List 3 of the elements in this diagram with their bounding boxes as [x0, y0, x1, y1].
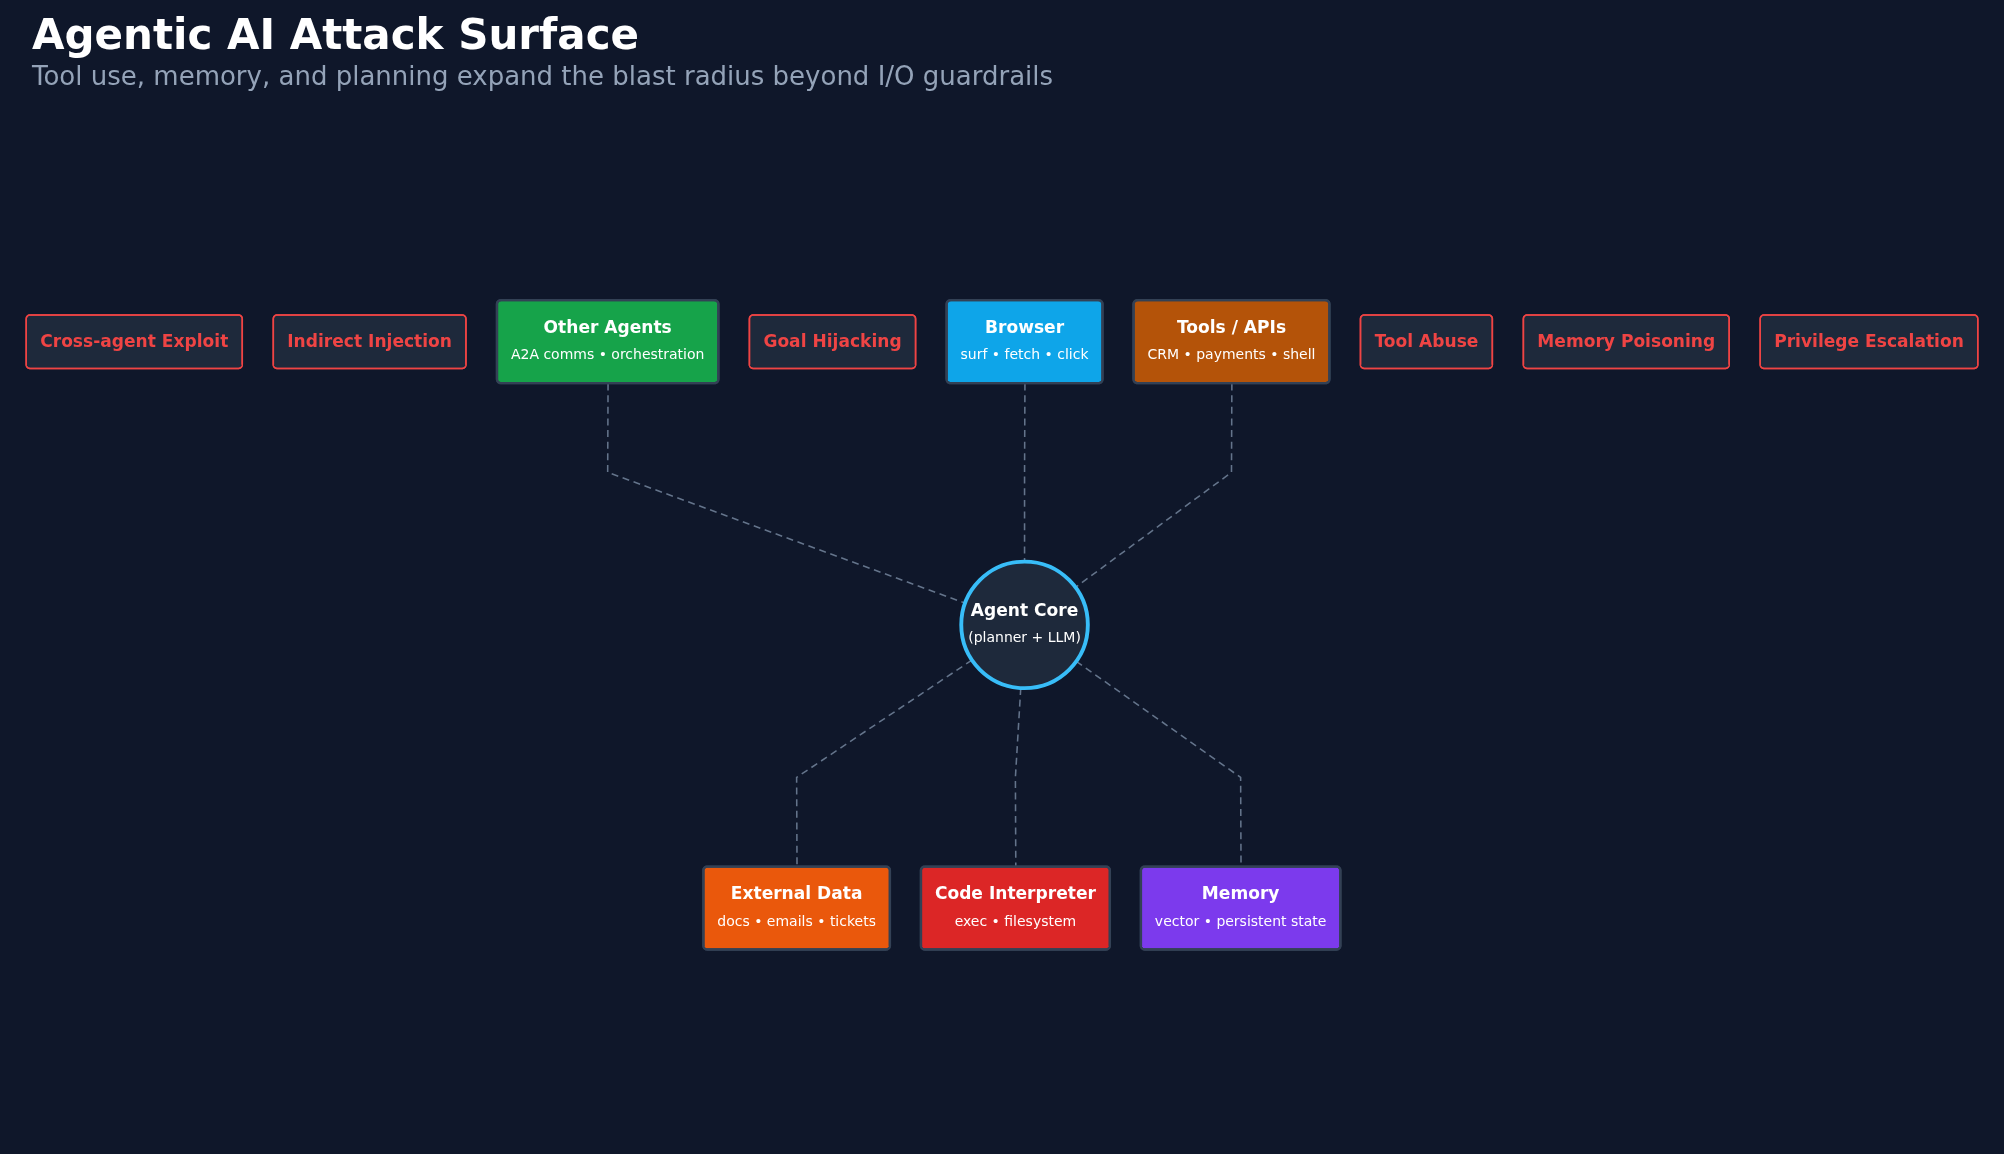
- subtitle-text: Tool use, memory, and planning expand the blast radius beyond I/O guardrails: [32, 60, 1054, 92]
- diagram-title: Agentic AI Attack Surface: [32, 10, 639, 60]
- node-circle: Agent Core (planner + LLM): [959, 559, 1090, 691]
